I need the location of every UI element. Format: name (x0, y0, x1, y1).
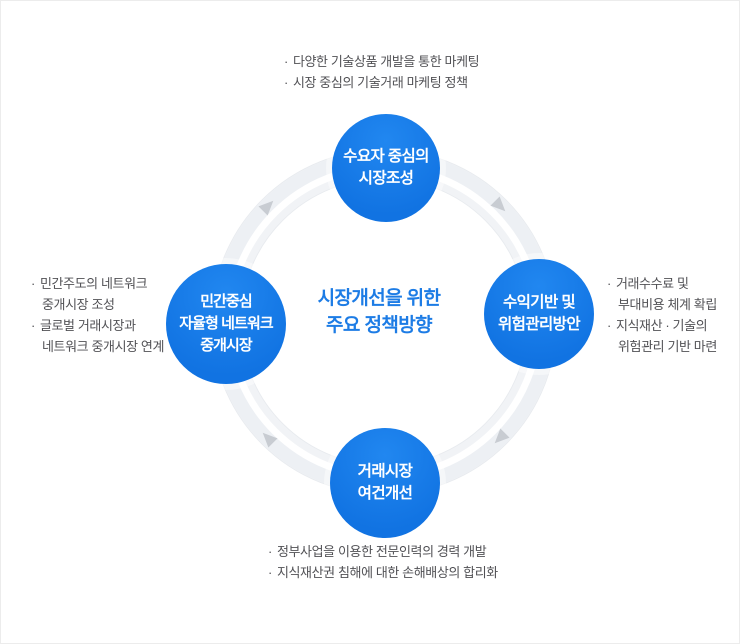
annotation-text: 글로벌 거래시장과 네트워크 중개시장 연계 (39, 318, 165, 354)
bullet-item: · 지식재산권 침해에 대한 손해배상의 합리화 (268, 562, 498, 583)
center-title-line: 시장개선을 위한 (317, 288, 441, 309)
node-label-line: 수익기반 및 (502, 294, 576, 311)
bullet-item: · 민간주도의 네트워크 중개시장 조성 (31, 273, 164, 315)
node-risk-management: 수익기반 및 위험관리방안 (484, 259, 594, 369)
annotation-text: 정부사업을 이용한 전문인력의 경력 개발 (276, 544, 487, 559)
arrow-icon (258, 200, 274, 216)
center-title: 시장개선을 위한 주요 정책방향 (304, 285, 454, 339)
node-label-line: 중개시장 (200, 337, 253, 354)
bullet-dot: · (31, 318, 35, 333)
node-label-line: 민간중심 (200, 293, 253, 310)
annotation-top: · 다양한 기술상품 개발을 통한 마케팅 · 시장 중심의 기술거래 마케팅 정책 (284, 51, 480, 93)
arrow-icon (490, 196, 506, 212)
bullet-dot: · (284, 54, 288, 69)
node-market-conditions: 거래시장 여건개선 (330, 428, 440, 538)
bullet-item: · 시장 중심의 기술거래 마케팅 정책 (284, 72, 479, 93)
bullet-item: · 정부사업을 이용한 전문인력의 경력 개발 (268, 541, 498, 562)
node-label-line: 수요자 중심의 (343, 148, 429, 165)
node-label-line: 시장조성 (358, 170, 414, 187)
node-network-market: 민간중심 자율형 네트워크 중개시장 (166, 264, 286, 384)
bullet-item: · 거래수수료 및 부대비용 체계 확립 (607, 273, 717, 315)
node-label-line: 자율형 네트워크 (179, 315, 273, 332)
node-market-creation: 수요자 중심의 시장조성 (332, 114, 440, 222)
annotation-text: 지식재산 · 기술의 위험관리 기반 마련 (615, 318, 717, 354)
center-title-line: 주요 정책방향 (326, 315, 433, 336)
bullet-dot: · (268, 544, 272, 559)
bullet-item: · 지식재산 · 기술의 위험관리 기반 마련 (607, 315, 717, 357)
annotation-text: 시장 중심의 기술거래 마케팅 정책 (292, 75, 468, 90)
annotation-right: · 거래수수료 및 부대비용 체계 확립 · 지식재산 · 기술의 위험관리 기반 … (607, 273, 717, 357)
annotation-text: 거래수수료 및 부대비용 체계 확립 (615, 276, 717, 312)
bullet-dot: · (607, 318, 611, 333)
bullet-dot: · (31, 276, 35, 291)
bullet-item: · 글로벌 거래시장과 네트워크 중개시장 연계 (31, 315, 164, 357)
annotation-text: 지식재산권 침해에 대한 손해배상의 합리화 (276, 565, 498, 580)
bullet-dot: · (607, 276, 611, 291)
arrow-icon (262, 432, 278, 448)
bullet-dot: · (268, 565, 272, 580)
annotation-left: · 민간주도의 네트워크 중개시장 조성 · 글로벌 거래시장과 네트워크 중개시장… (31, 273, 164, 357)
annotation-text: 다양한 기술상품 개발을 통한 마케팅 (292, 54, 480, 69)
bullet-dot: · (284, 75, 288, 90)
bullet-item: · 다양한 기술상품 개발을 통한 마케팅 (284, 51, 480, 72)
annotation-text: 민간주도의 네트워크 중개시장 조성 (39, 276, 148, 312)
node-label-line: 거래시장 (357, 463, 413, 480)
node-label-line: 위험관리방안 (498, 316, 581, 333)
node-label-line: 여건개선 (357, 485, 413, 502)
arrow-icon (494, 428, 510, 444)
annotation-bottom: · 정부사업을 이용한 전문인력의 경력 개발 · 지식재산권 침해에 대한 손해배… (268, 541, 498, 583)
